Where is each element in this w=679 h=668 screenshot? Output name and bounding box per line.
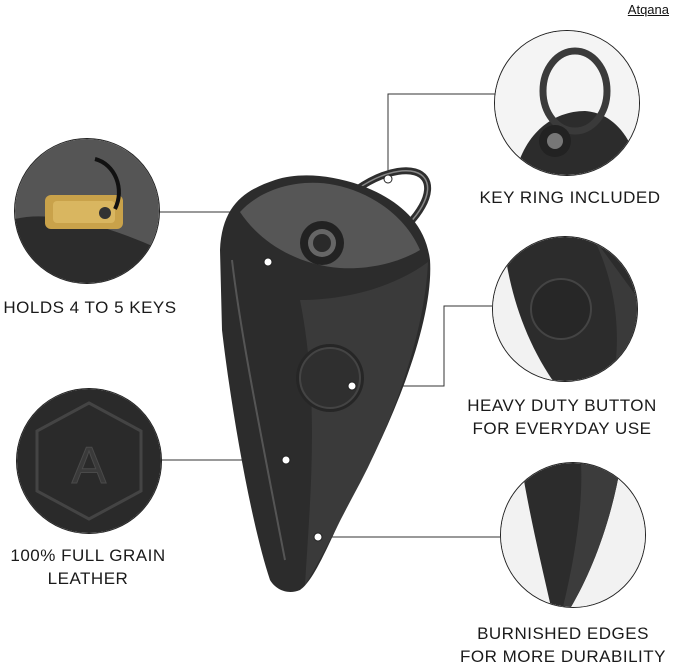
- label-edges: BURNISHED EDGES FOR MORE DURABILITY: [452, 622, 674, 668]
- callout-dot-keys: [263, 257, 273, 267]
- callout-line-keyring: [387, 93, 496, 178]
- detail-circle-button: [492, 236, 638, 382]
- detail-circle-keys: [14, 138, 160, 284]
- label-button-line2: FOR EVERYDAY USE: [472, 419, 652, 438]
- label-leather: 100% FULL GRAIN LEATHER: [0, 544, 176, 590]
- label-keys: HOLDS 4 TO 5 KEYS: [3, 298, 177, 317]
- callout-dots: [263, 174, 393, 542]
- brand-logo[interactable]: Atqana: [627, 2, 669, 17]
- label-button: HEAVY DUTY BUTTON FOR EVERYDAY USE: [452, 394, 672, 440]
- detail-circle-leather: A: [16, 388, 162, 534]
- leather-key-holder: [220, 175, 431, 592]
- emboss-letter: A: [72, 437, 107, 495]
- label-edges-line1: BURNISHED EDGES: [477, 624, 649, 643]
- hexagon-emboss-icon: [35, 401, 143, 521]
- callout-dot-keyring: [383, 174, 393, 184]
- label-button-line1: HEAVY DUTY BUTTON: [467, 396, 657, 415]
- label-edges-line2: FOR MORE DURABILITY: [460, 647, 666, 666]
- detail-circle-edges: [500, 462, 646, 608]
- callout-dot-button: [347, 381, 357, 391]
- label-keyring: KEY RING INCLUDED: [479, 188, 661, 207]
- callout-dot-leather: [281, 455, 291, 465]
- label-leather-line1: 100% FULL GRAIN: [10, 546, 166, 565]
- label-leather-line2: LEATHER: [47, 569, 129, 588]
- callout-dot-edges: [313, 532, 323, 542]
- detail-circle-keyring: [494, 30, 640, 176]
